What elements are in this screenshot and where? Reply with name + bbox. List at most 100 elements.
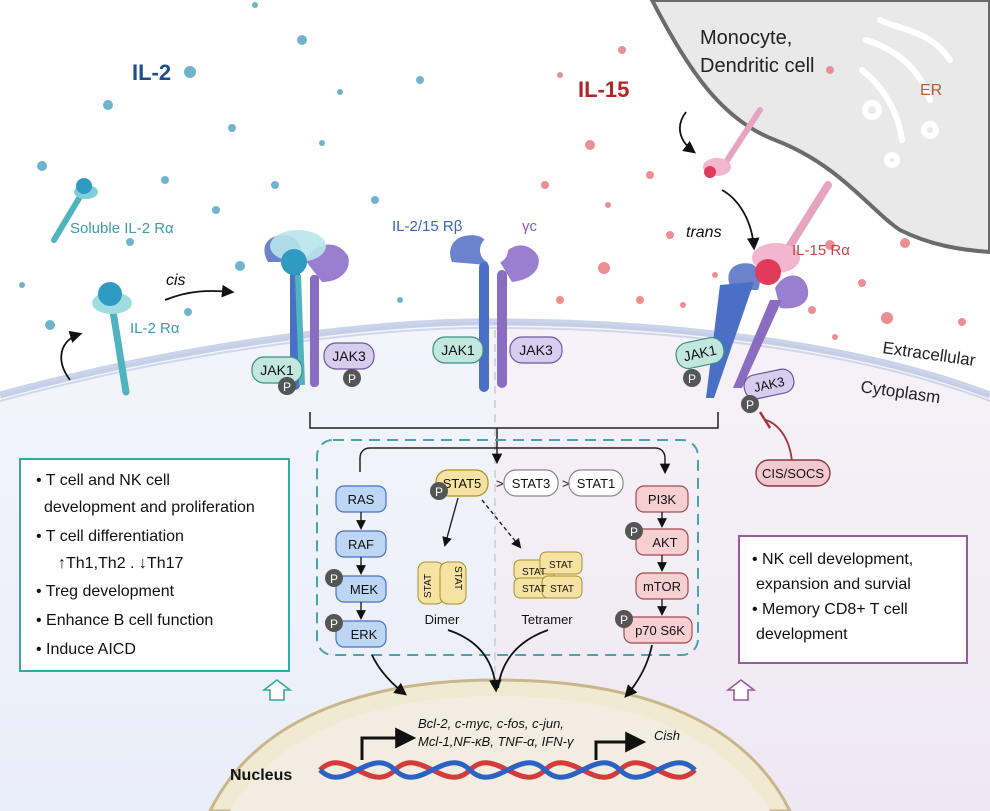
cis-arrow xyxy=(164,284,235,301)
il2-effect-item: • T cell and NK cell xyxy=(36,472,170,489)
cish-label: Cish xyxy=(654,728,680,743)
soluble-il2ra-label: Soluble IL-2 Rα xyxy=(70,220,174,237)
phospho-badge: P xyxy=(630,525,638,539)
jak1-complex3: JAK1 P xyxy=(675,336,725,387)
cis-socs-inhibition xyxy=(765,419,793,463)
il15-receptor-complex xyxy=(706,259,809,398)
monocyte-label: Monocyte, xyxy=(700,27,792,49)
up-arrow-icon xyxy=(261,678,293,701)
il2-particles xyxy=(19,2,424,330)
jak3-label: JAK3 xyxy=(332,348,366,364)
erk-to-nucleus-arrow xyxy=(371,654,407,696)
jak3-complex3: JAK3 P xyxy=(741,368,795,413)
phospho-badge: P xyxy=(330,617,338,631)
raf-label: RAF xyxy=(348,537,374,552)
jak1-complex2: JAK1 xyxy=(432,336,484,364)
phospho-badge: P xyxy=(620,613,628,627)
rbeta-label: IL-2/15 Rβ xyxy=(392,218,463,235)
il2-effects-box xyxy=(19,458,290,672)
target-genes-line2: Mcl-1,NF-κB, TNF-α, IFN-γ xyxy=(418,734,575,749)
trans-label: trans xyxy=(686,224,722,241)
cell-membrane xyxy=(0,318,990,399)
cis-label: cis xyxy=(166,272,186,289)
transcription-start-arrow xyxy=(360,727,417,760)
stat-separator: > xyxy=(562,476,570,491)
il15-effect-item: • NK cell development, xyxy=(752,551,913,568)
signaling-frame xyxy=(316,439,699,656)
stat3-label: STAT3 xyxy=(512,476,551,491)
nucleus xyxy=(208,678,792,811)
phospho-badge: P xyxy=(688,372,696,386)
stat-unit: STAT xyxy=(522,567,546,578)
jak1-label: JAK1 xyxy=(260,362,294,378)
er-label: ER xyxy=(920,82,942,99)
il2-effect-item: • T cell differentiation xyxy=(36,528,184,545)
gammac-label: γc xyxy=(522,218,538,235)
jak3-complex2: JAK3 xyxy=(509,336,563,364)
il2-receptor-complex xyxy=(264,230,349,390)
jak3-label: JAK3 xyxy=(519,342,553,358)
target-genes-line1: Bcl-2, c-myc, c-fos, c-jun, xyxy=(418,716,564,731)
dimer-label: Dimer xyxy=(425,612,460,627)
tetramer-label: Tetramer xyxy=(521,612,573,627)
il15ra-endosome xyxy=(703,107,763,178)
trans-arrow xyxy=(721,189,760,251)
mek-label: MEK xyxy=(350,582,379,597)
il2-effect-item: development and proliferation xyxy=(44,499,255,516)
nucleus-label: Nucleus xyxy=(230,767,292,784)
stat5-label: STAT5 xyxy=(443,476,482,491)
stat-unit: STAT xyxy=(550,584,574,595)
il15-particles xyxy=(541,46,966,340)
dendritic-label: Dendritic cell xyxy=(700,55,814,77)
il2-effect-item: • Induce AICD xyxy=(36,641,136,658)
s6k-to-nucleus-arrow xyxy=(624,644,653,698)
il2-effect-item: • Treg development xyxy=(36,583,175,600)
endocytosis-arrow xyxy=(679,111,697,154)
stat-unit: STAT xyxy=(452,566,463,590)
il2-effects-list: • T cell and NK cell development and pro… xyxy=(36,472,255,658)
il15-title: IL-15 xyxy=(578,77,629,102)
il2ra-recycle-arrow xyxy=(60,330,83,381)
p70s6k-label: p70 S6K xyxy=(635,623,685,638)
il2ra-receptor xyxy=(92,282,132,396)
erk-label: ERK xyxy=(351,627,378,642)
stat-unit: STAT xyxy=(549,560,573,571)
monocyte-cell xyxy=(649,0,990,255)
il15-effect-item: • Memory CD8+ T cell xyxy=(752,601,908,618)
phospho-badge: P xyxy=(435,485,443,499)
stat-pathway: STAT5 P > STAT3 > STAT1 xyxy=(430,469,624,549)
jak1-complex1: JAK1 P xyxy=(251,356,303,395)
il15-effect-item: expansion and survial xyxy=(756,576,911,593)
il2-title: IL-2 xyxy=(132,60,171,85)
signal-bracket xyxy=(309,412,719,475)
mapk-pathway: RAS RAF MEK P ERK P xyxy=(325,485,387,648)
cis-socs-label: CIS/SOCS xyxy=(762,466,824,481)
il15-effects-list: • NK cell development, expansion and sur… xyxy=(752,551,913,643)
stat-dimer: STAT STAT xyxy=(417,561,467,605)
akt-label: AKT xyxy=(652,535,677,550)
phospho-badge: P xyxy=(283,380,291,394)
stat1-label: STAT1 xyxy=(577,476,616,491)
mtor-label: mTOR xyxy=(643,579,681,594)
jak3-complex1: JAK3 P xyxy=(323,342,375,387)
jak1-label: JAK1 xyxy=(441,342,475,358)
stat-unit: STAT xyxy=(522,584,546,595)
stat-unit: STAT xyxy=(423,574,434,598)
stat-tetramer: STAT STAT STAT STAT xyxy=(513,551,583,599)
phospho-badge: P xyxy=(348,372,356,386)
il15-effects-box xyxy=(738,535,968,664)
er-icon xyxy=(859,17,953,168)
soluble-il2ra xyxy=(51,178,98,243)
stat-separator: > xyxy=(496,476,504,491)
il15-effect-item: development xyxy=(756,626,848,643)
phospho-badge: P xyxy=(330,572,338,586)
il2ra-label: IL-2 Rα xyxy=(130,320,180,337)
phospho-badge: P xyxy=(746,398,754,412)
pi3k-pathway: PI3K AKT P mTOR p70 S6K P xyxy=(615,485,693,644)
il2-effect-item: ↑Th1,Th2 . ↓Th17 xyxy=(58,555,183,572)
pi3k-label: PI3K xyxy=(648,492,677,507)
up-arrow-icon xyxy=(725,678,757,701)
cis-socs-box: CIS/SOCS xyxy=(755,459,831,487)
